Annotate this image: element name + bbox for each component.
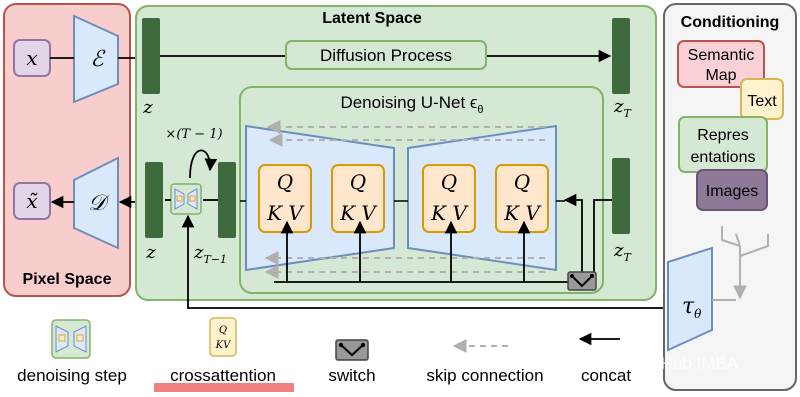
conditioning-title: Conditioning — [681, 14, 780, 31]
legend-crossattention: Q KV crossattention — [154, 317, 294, 392]
cond-repr-line2: entations — [691, 149, 756, 166]
legend-concat: concat — [578, 332, 631, 385]
attention-q: Q — [441, 170, 457, 194]
attention-kv: K V — [266, 201, 305, 225]
cond-representations: Repres entations — [678, 116, 768, 173]
cond-images-label: Images — [706, 183, 758, 200]
cond-text-label: Text — [747, 93, 777, 110]
denoising-step-block — [170, 183, 202, 215]
pixel-space-title: Pixel Space — [23, 271, 112, 288]
zT-bottom-sub: T — [623, 251, 632, 264]
zT1-sub: T−1 — [203, 253, 227, 266]
legend-switch: switch — [328, 339, 376, 385]
tau-encoder-block: τθ — [667, 246, 713, 352]
decoder-label: 𝒟 — [88, 191, 110, 216]
latent-zT-bar-bottom — [612, 158, 630, 234]
legend-mini-q: Q — [219, 325, 227, 336]
legend-switch-label: switch — [328, 366, 375, 385]
svg-text:zT: zT — [613, 96, 632, 120]
encoder-label: ℰ — [90, 47, 106, 72]
diffusion-process-label: Diffusion Process — [320, 46, 452, 65]
zT-bottom-label: z — [613, 240, 624, 261]
cond-semantic-map: Semantic Map — [677, 40, 765, 88]
legend-denoising-step-label: denoising step — [17, 366, 127, 385]
legend-denoising-step: denoising step — [17, 319, 127, 385]
attention-block: Q K V — [422, 164, 476, 233]
legend-crossattention-label: crossattention — [170, 366, 276, 385]
attention-q: Q — [277, 170, 293, 194]
tau-label: τ — [682, 294, 695, 319]
attention-block: Q K V — [495, 164, 549, 233]
loop-label: ×(T − 1) — [165, 127, 222, 142]
svg-text:zT−1: zT−1 — [193, 242, 227, 266]
attention-q: Q — [514, 170, 530, 194]
unet-title: Denoising U-Net ϵ — [340, 93, 477, 112]
zT-top-sub: T — [623, 107, 632, 120]
cond-text: Text — [740, 78, 784, 120]
legend-mini-kv: KV — [215, 340, 232, 351]
legend-skip-connection-label: skip connection — [426, 366, 543, 385]
input-image-x: x — [13, 39, 51, 77]
attention-kv: K V — [339, 201, 378, 225]
skip-connections — [264, 120, 545, 279]
latent-space-title: Latent Space — [322, 10, 422, 27]
attention-q: Q — [350, 170, 366, 194]
attention-block: Q K V — [258, 164, 312, 233]
z-top-label: z — [142, 97, 153, 118]
output-image-x-tilde: x̃ — [13, 182, 51, 220]
attention-kv: K V — [430, 201, 469, 225]
svg-text:τθ: τθ — [682, 294, 702, 321]
switch-icon[interactable] — [567, 271, 597, 291]
watermark-text: DeepHub IMBA — [620, 354, 739, 373]
output-x-label: x̃ — [26, 189, 38, 213]
legend-skip-connection: skip connection — [426, 339, 544, 385]
input-x-label: x — [26, 46, 37, 70]
attention-kv: K V — [503, 201, 542, 225]
zT1-label: z — [193, 242, 204, 263]
cond-images: Images — [696, 169, 768, 211]
cond-repr-line1: Repres — [697, 127, 749, 144]
legend-concat-label: concat — [581, 366, 631, 385]
unet-decoder-trapezoid — [407, 124, 557, 272]
latent-z-bar-bottom — [145, 162, 163, 238]
diffusion-process-box: Diffusion Process — [285, 40, 487, 70]
svg-text:Denoising U-Net ϵθ: Denoising U-Net ϵθ — [340, 93, 483, 116]
cond-semantic-map-line1: Semantic — [688, 47, 755, 64]
latent-zT-bar-top — [612, 18, 630, 94]
watermark: DeepHub IMBA — [600, 354, 739, 373]
cond-semantic-map-line2: Map — [705, 67, 736, 84]
svg-text:zT: zT — [613, 240, 632, 264]
decoder-block: 𝒟 — [73, 156, 119, 250]
attention-block: Q K V — [331, 164, 385, 233]
conditioning-arrows — [274, 193, 593, 283]
z-bottom-label: z — [145, 242, 156, 263]
unet-title-sub: θ — [477, 104, 483, 116]
tau-sub: θ — [694, 307, 702, 321]
zT-top-label: z — [613, 96, 624, 117]
latent-zT1-bar — [218, 162, 236, 238]
latent-z-bar-top — [142, 18, 160, 94]
encoder-block: ℰ — [73, 14, 119, 104]
cond-merge-lines — [721, 226, 769, 300]
